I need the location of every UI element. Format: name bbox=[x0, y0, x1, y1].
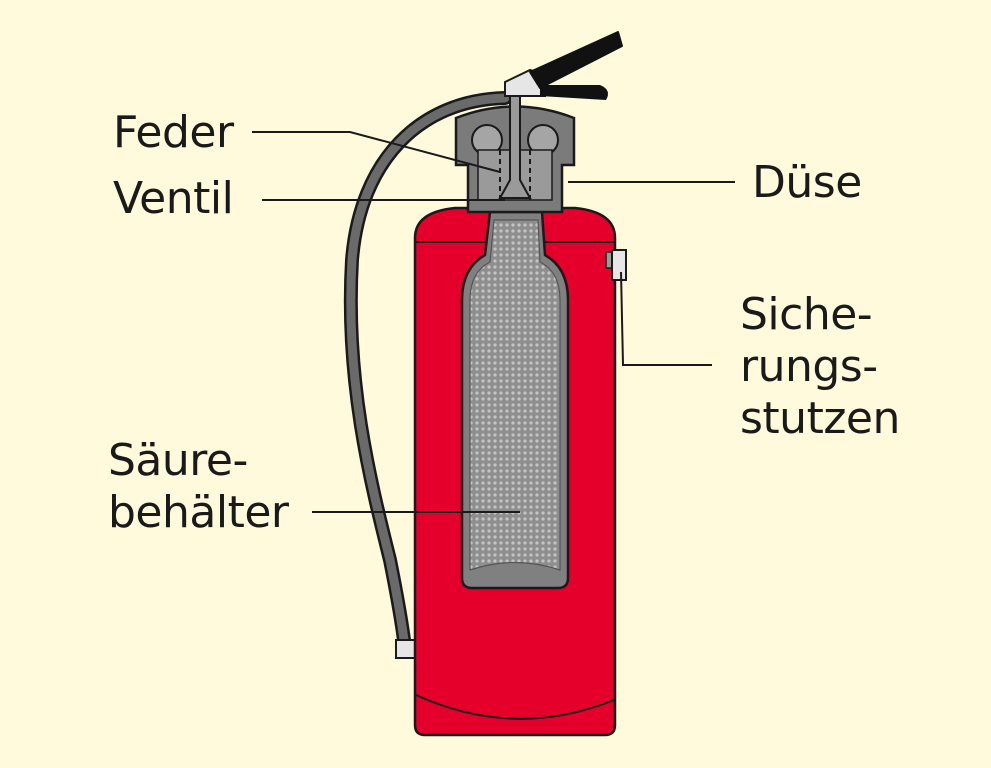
label-saeurebehaelter-1: Säure- bbox=[108, 435, 248, 486]
leader-feder bbox=[252, 131, 501, 173]
label-sicherungsstutzen-1: Siche- bbox=[740, 289, 873, 340]
leader-sicherungsstutzen bbox=[620, 271, 712, 366]
handle-lever-top bbox=[529, 31, 623, 89]
label-sicherungsstutzen-2: rungs- bbox=[740, 341, 878, 392]
label-sicherungsstutzen-3: stutzen bbox=[740, 393, 900, 444]
label-saeurebehaelter-2: behälter bbox=[108, 487, 289, 538]
label-ventil: Ventil bbox=[113, 173, 234, 224]
label-feder: Feder bbox=[113, 107, 234, 158]
hose-inner bbox=[346, 93, 510, 645]
acid-canister-fill bbox=[469, 219, 561, 571]
hose-nozzle bbox=[395, 639, 417, 659]
safety-pin-cap bbox=[611, 249, 627, 281]
handle-lever-bottom bbox=[540, 85, 608, 100]
body-seam-bottom bbox=[415, 694, 615, 720]
label-duese: Düse bbox=[752, 157, 862, 208]
